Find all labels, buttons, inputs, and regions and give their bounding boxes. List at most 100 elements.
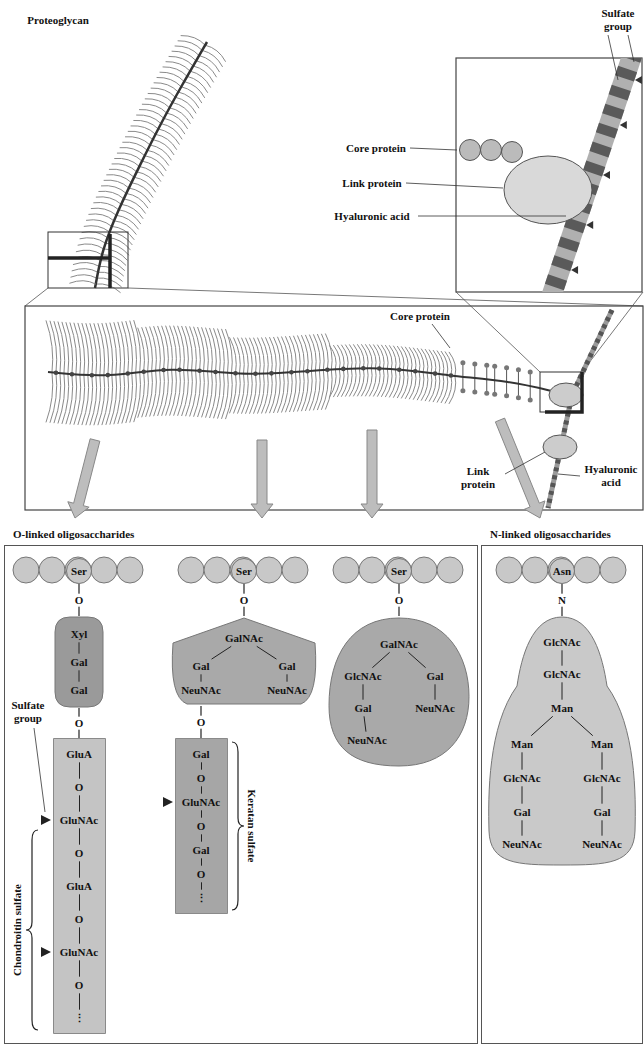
glycan-chain	[369, 344, 376, 368]
residue-name: Ser	[236, 565, 252, 578]
glycan-bristle	[73, 263, 99, 267]
glycan-bristle	[145, 99, 170, 108]
glycan-chain	[261, 337, 268, 373]
n-linked-stub	[486, 379, 487, 391]
glycan-bristle	[154, 83, 179, 92]
n-linked-head	[516, 395, 521, 400]
glycan-chain	[118, 374, 125, 424]
sugar-residue: NeuNAc	[415, 702, 455, 715]
glycan-chain	[162, 370, 169, 416]
glycan-chain	[345, 369, 352, 397]
sugar-residue: NeuNAc	[502, 838, 542, 851]
glycan-chain	[78, 323, 85, 375]
attachment-bead	[341, 367, 346, 372]
glycan-bristle	[93, 202, 118, 209]
glycosidic-bond	[602, 752, 603, 769]
glycan-chain	[409, 371, 416, 399]
serine-residue: Ser	[386, 558, 412, 584]
glycan-chain	[150, 371, 157, 417]
serine-residue: Ser	[231, 558, 257, 584]
glycan-chain	[361, 368, 368, 396]
sulfate-marker	[603, 171, 610, 179]
n-linked-stub	[462, 365, 463, 377]
glycan-chain	[229, 373, 236, 413]
glycan-chain	[194, 327, 201, 371]
glycan-chain	[365, 368, 372, 396]
glycan-chain	[98, 323, 105, 375]
glycan-chain	[273, 337, 280, 373]
chain-band	[175, 739, 227, 914]
zoom-arrow	[68, 439, 100, 518]
glycan-chain	[373, 368, 380, 396]
oligosaccharide-outline	[55, 617, 103, 707]
glycosidic-bond	[364, 716, 366, 731]
linkage-atom: N	[556, 594, 568, 607]
leader-line	[410, 148, 457, 150]
glycosidic-bond	[79, 828, 80, 844]
glycan-chain	[58, 374, 65, 424]
leader-line	[418, 216, 566, 217]
glycosidic-bond	[201, 810, 202, 817]
leader-line	[628, 35, 634, 62]
n-linked-stub	[518, 384, 519, 396]
sulfate-marker	[620, 121, 627, 129]
sugar-residue: Man	[551, 702, 573, 715]
glycan-chain	[301, 335, 308, 371]
part-label: Hyaluronic acid	[334, 210, 409, 223]
glycan-chain	[257, 338, 264, 374]
sugar-residue: GlcNAc	[543, 668, 580, 681]
glycosidic-bond	[435, 684, 436, 699]
sugar-residue: GlcNAc	[503, 772, 540, 785]
glycan-chain	[321, 334, 328, 370]
attachment-bead	[106, 373, 111, 378]
glycosidic-bond	[571, 716, 593, 735]
glycan-chain	[50, 373, 57, 423]
sugar-residue: O	[75, 847, 84, 860]
zoom-frame	[540, 372, 582, 412]
part-label: Core protein	[390, 310, 450, 323]
sugar-residue: O	[75, 979, 84, 992]
glycan-chain	[58, 322, 65, 374]
leader-line	[505, 452, 545, 474]
amino-acid-bead	[522, 557, 548, 583]
glycan-chain	[138, 372, 145, 418]
glycan-chain	[353, 344, 360, 368]
glycan-chain	[98, 375, 105, 425]
sulfate-marker	[571, 266, 578, 274]
glycan-bristle	[128, 131, 153, 139]
keratan-chain: GalOGluNAcOGalO⋮	[175, 738, 228, 914]
n-linked-head	[504, 393, 509, 398]
amino-acid-bead	[178, 557, 204, 583]
sugar-residue: GluNAc	[60, 814, 99, 827]
glycan-chain	[385, 369, 392, 397]
attachment-bead	[377, 366, 382, 371]
sugar-residue: NeuNAc	[267, 684, 307, 697]
enlarged-panel	[25, 306, 643, 510]
glycan-chain	[186, 370, 193, 416]
glycan-chain	[202, 371, 209, 417]
panel-heading: O-linked oligosaccharides	[13, 528, 134, 541]
glycan-chain	[421, 373, 428, 401]
glycan-chain	[106, 323, 113, 375]
n-linked-stub	[494, 380, 495, 392]
glycan-chain	[281, 337, 288, 373]
sugar-residue: Man	[591, 738, 613, 751]
glycosidic-bond	[363, 684, 364, 699]
part-label: Link protein	[454, 465, 502, 490]
glycan-bristle	[71, 275, 97, 278]
glycan-chain	[337, 345, 344, 369]
linkage-atom: O	[393, 594, 406, 607]
glycan-chain	[122, 373, 129, 423]
glycan-chain	[381, 369, 388, 397]
sugar-residue: Gal	[513, 806, 530, 819]
glycan-bristle	[88, 214, 114, 221]
sugar-residue: Xyl	[71, 628, 88, 641]
sugar-residue: ⋮	[196, 892, 207, 905]
attachment-bead	[213, 370, 218, 375]
sugar-residue: O	[75, 781, 84, 794]
leader-line	[608, 35, 618, 80]
glycan-bristle	[136, 115, 161, 124]
sugar-residue: GlcNAc	[344, 670, 381, 683]
n-linked-head	[492, 364, 497, 369]
glycan-chain	[198, 371, 205, 417]
